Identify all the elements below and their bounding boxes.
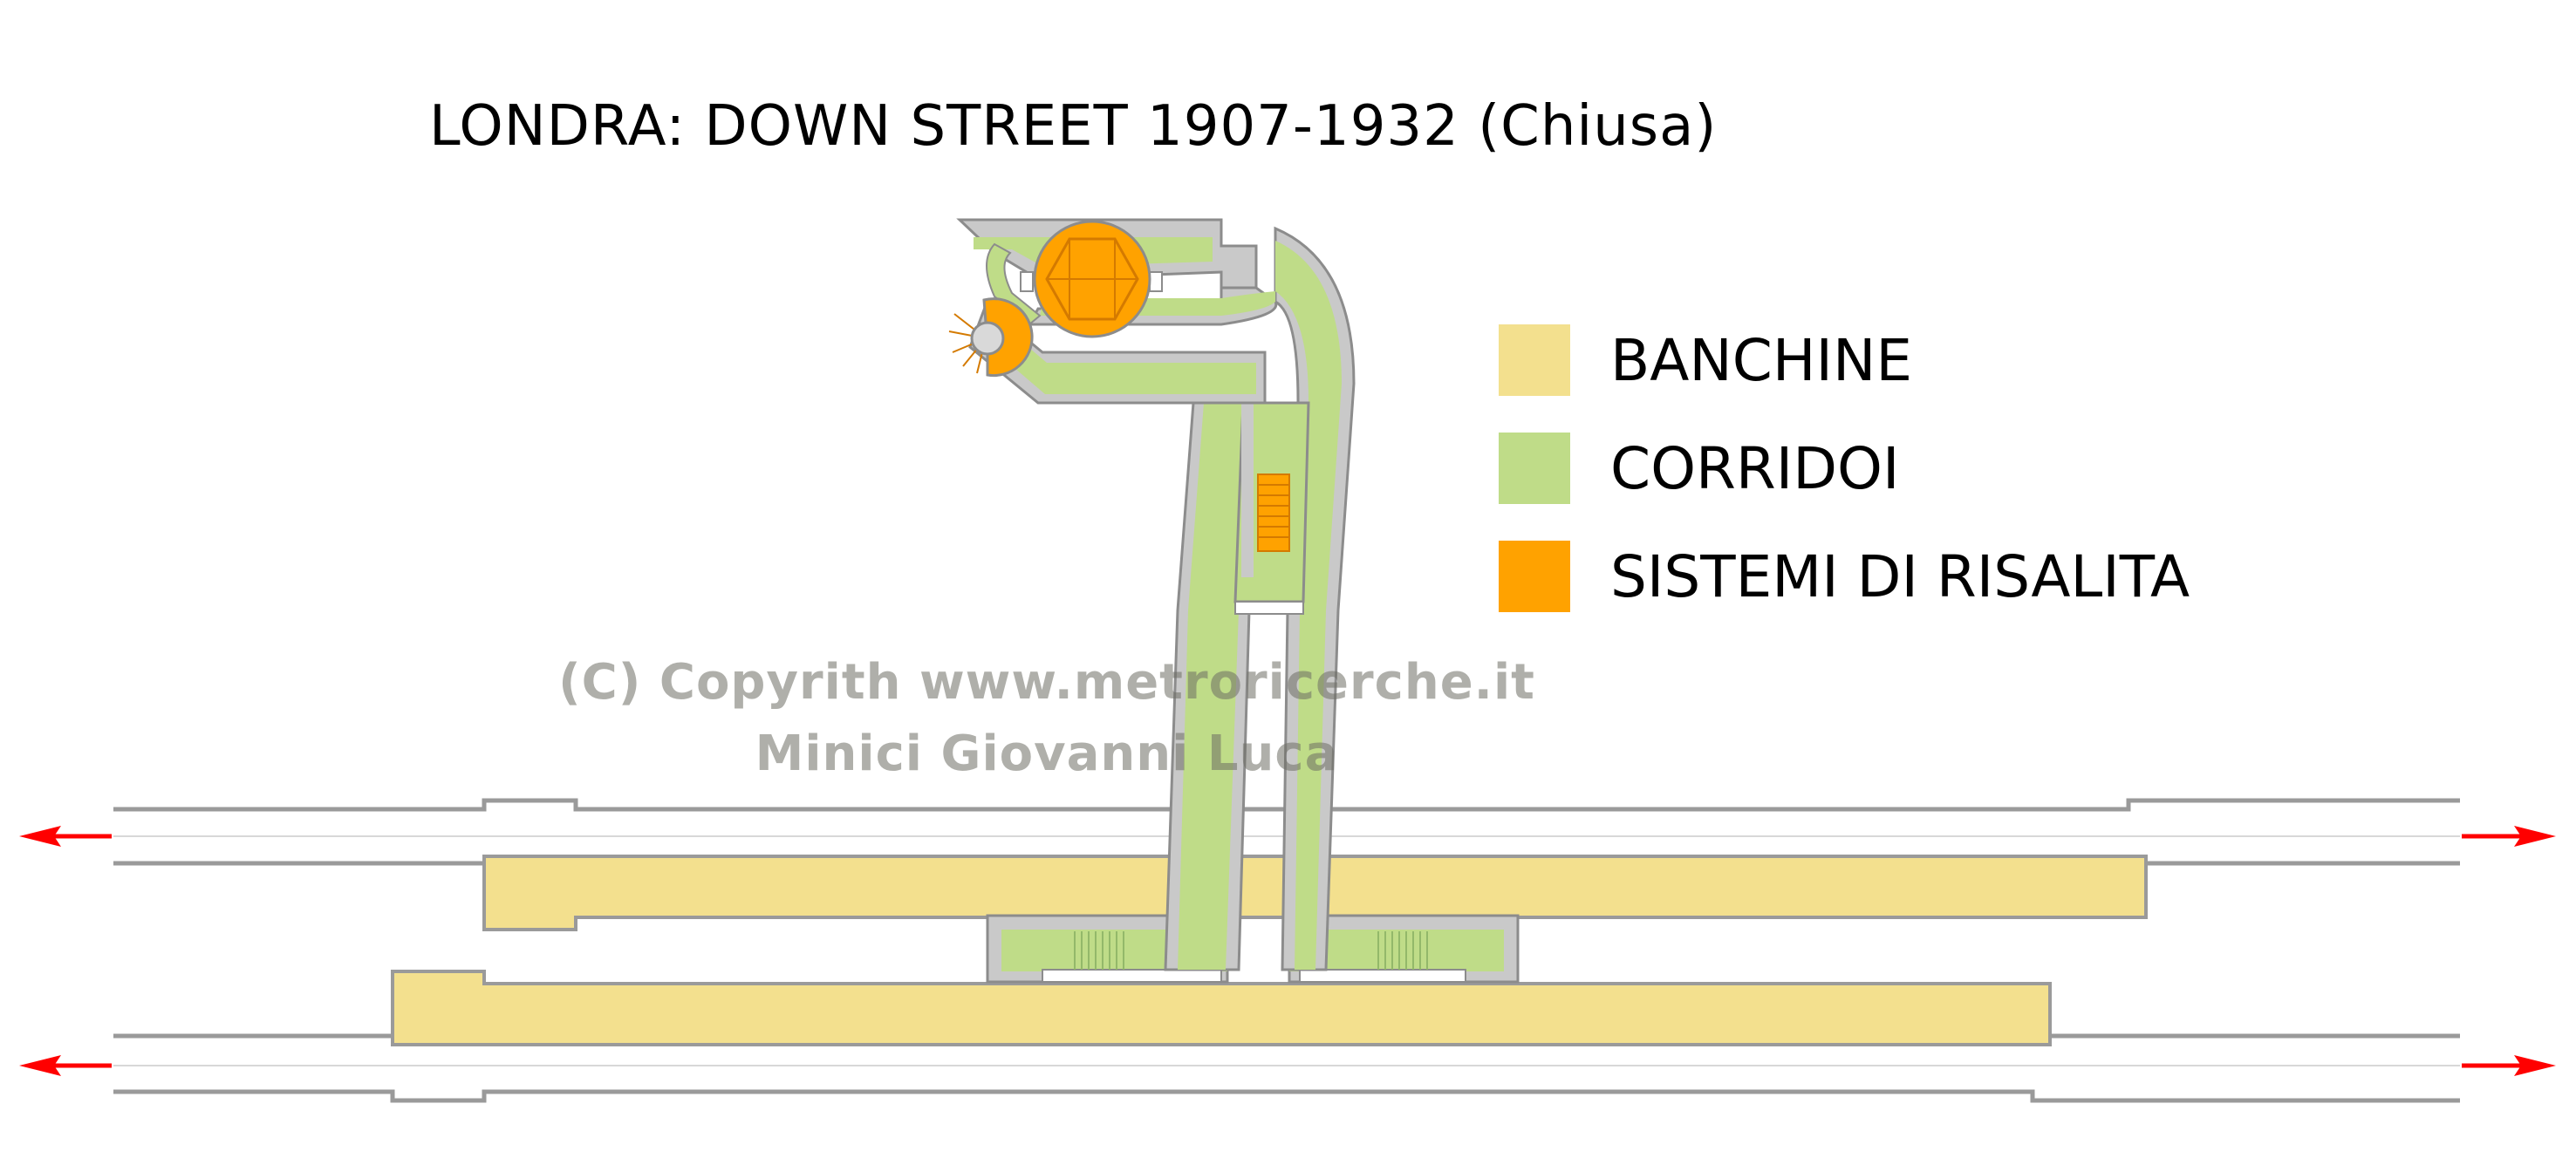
spiral-staircase: [948, 297, 1034, 378]
lower-platform-outline: [391, 970, 2052, 1046]
legend-swatch-lifts: [1499, 541, 1570, 612]
arrow-upper-right: [2462, 826, 2556, 847]
left-vertical-corridor: [1164, 401, 1256, 971]
legend-swatch-platforms: [1499, 324, 1570, 396]
upper-horizontal-corridor: [968, 303, 1267, 405]
legend-label-lifts: SISTEMI DI RISALITA: [1610, 542, 2190, 610]
lift-shaft: [1033, 220, 1151, 338]
arrow-lower-left: [19, 1055, 112, 1076]
lower-platform-extension: [393, 971, 484, 985]
legend-item-lifts: SISTEMI DI RISALITA: [1499, 541, 2190, 612]
legend-label-platforms: BANCHINE: [1610, 326, 1913, 394]
staircase: [1257, 473, 1290, 552]
legend-swatch-corridors: [1499, 433, 1570, 504]
arrow-upper-left: [19, 826, 112, 847]
legend: BANCHINE CORRIDOI SISTEMI DI RISALITA: [1499, 324, 2190, 649]
watermark-copyright: (C) Copyrith www.metroricerche.it: [558, 654, 1535, 711]
lower-platform: [393, 984, 2050, 1045]
upper-track-tunnel: [113, 798, 2460, 866]
diagram-title: LONDRA: DOWN STREET 1907-1932 (Chiusa): [429, 94, 1718, 159]
lower-track-tunnel: [113, 1033, 2460, 1103]
right-vertical-corridor: [1274, 226, 1356, 971]
staircase-steps: [1258, 484, 1289, 538]
legend-item-corridors: CORRIDOI: [1499, 433, 2190, 504]
arrow-lower-right: [2462, 1055, 2556, 1076]
legend-item-platforms: BANCHINE: [1499, 324, 2190, 396]
upper-platform-outline: [482, 855, 2148, 931]
upper-platform-extension: [484, 916, 576, 930]
legend-label-corridors: CORRIDOI: [1610, 434, 1900, 502]
watermark-author: Minici Giovanni Luca: [755, 726, 1339, 782]
